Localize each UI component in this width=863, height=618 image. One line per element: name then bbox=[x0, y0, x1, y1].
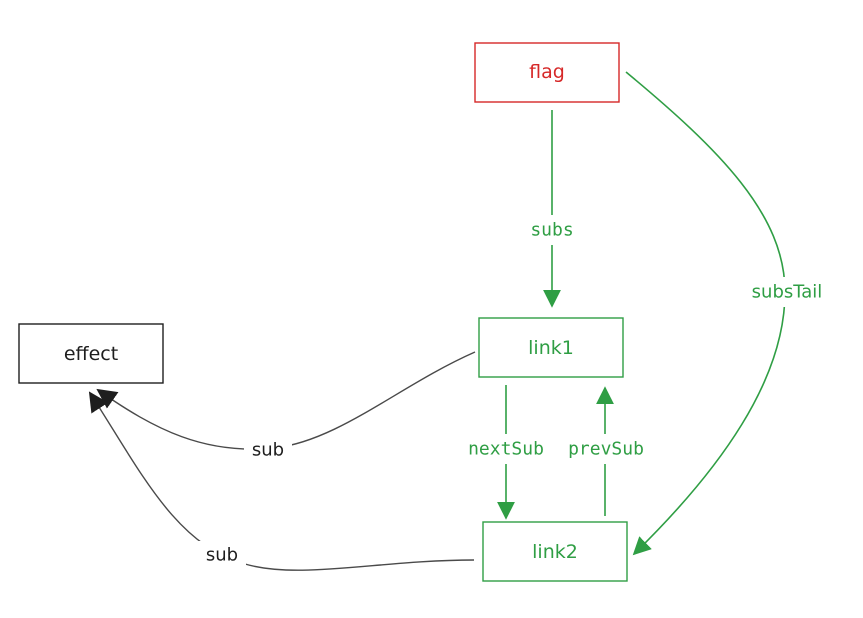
node-link2-label: link2 bbox=[532, 541, 578, 563]
edge-prev-sub-label: prevSub bbox=[568, 439, 644, 460]
edge-link2-sub bbox=[88, 391, 475, 571]
edge-link2-sub-label: sub bbox=[206, 545, 238, 566]
edge-link1-sub-label: sub bbox=[252, 440, 284, 461]
node-flag: flag bbox=[474, 42, 620, 103]
edge-subs-label-bg bbox=[520, 215, 584, 245]
node-link2: link2 bbox=[482, 521, 628, 582]
node-flag-box bbox=[474, 42, 620, 103]
node-link1: link1 bbox=[478, 317, 624, 378]
node-link1-label: link1 bbox=[528, 337, 574, 359]
edge-link2-sub-label-bg bbox=[198, 541, 246, 569]
node-effect-label: effect bbox=[64, 343, 118, 365]
edge-next-sub-label: nextSub bbox=[468, 439, 544, 460]
node-effect: effect bbox=[18, 323, 164, 384]
node-effect-box bbox=[18, 323, 164, 384]
node-link1-box bbox=[478, 317, 624, 378]
edge-prev-sub-label-bg bbox=[560, 434, 652, 464]
edge-link1-sub-label-bg bbox=[244, 436, 292, 464]
node-flag-label: flag bbox=[529, 61, 565, 83]
edge-next-sub-label-bg bbox=[460, 434, 552, 464]
edge-subs-tail-label: subsTail bbox=[752, 282, 823, 303]
node-link2-box bbox=[482, 521, 628, 582]
edge-subs-tail bbox=[625, 71, 786, 556]
edge-subs-tail-label-bg bbox=[740, 277, 832, 307]
edge-subs-label: subs bbox=[530, 220, 573, 241]
